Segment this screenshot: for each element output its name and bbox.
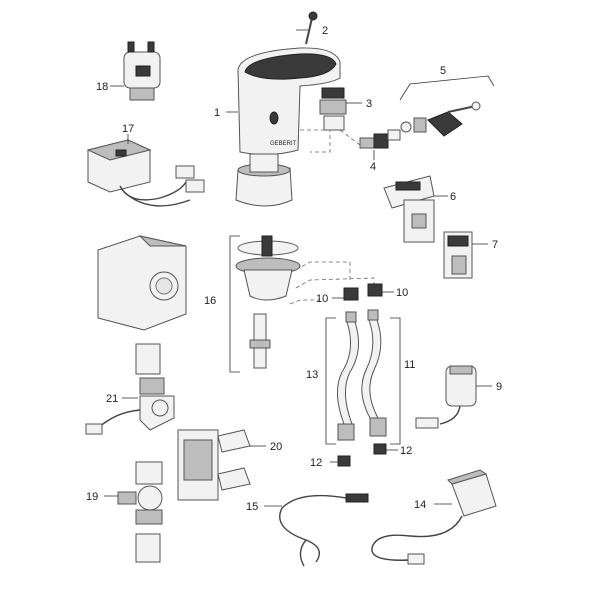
part-7-electronics xyxy=(443,231,473,279)
label-10a: 10 xyxy=(316,293,328,305)
part-11-13-hoses xyxy=(337,309,387,441)
label-9: 9 xyxy=(496,381,502,393)
label-6: 6 xyxy=(450,191,456,203)
part-3-cartridge xyxy=(319,87,347,131)
part-12-seals xyxy=(337,443,387,467)
label-5: 5 xyxy=(440,65,446,77)
label-11: 11 xyxy=(404,359,415,371)
part-19-mixing-valve xyxy=(117,461,163,563)
part-9-battery xyxy=(415,365,477,429)
part-21-valve-body xyxy=(85,343,175,435)
part-1-faucet-body: GEBERIT xyxy=(237,47,341,156)
label-21: 21 xyxy=(106,393,118,405)
leader-lines xyxy=(104,29,492,507)
label-18: 18 xyxy=(96,81,108,93)
cover-housing xyxy=(97,235,187,331)
part-labels: 1 2 3 4 5 6 7 18 17 16 10 10 13 11 9 12 … xyxy=(86,25,502,513)
label-19: 19 xyxy=(86,491,98,503)
label-15: 15 xyxy=(246,501,258,513)
label-13: 13 xyxy=(306,369,318,381)
brand-text: GEBERIT xyxy=(270,141,297,147)
part-10-nipples xyxy=(343,283,383,301)
part-15-cable xyxy=(279,493,369,567)
part-18-solenoid xyxy=(123,41,161,101)
part-5-lever-assembly xyxy=(399,75,495,137)
label-2: 2 xyxy=(322,25,328,37)
label-4: 4 xyxy=(370,161,376,173)
part-2-pin xyxy=(305,11,318,45)
part-14-adapter xyxy=(371,469,497,565)
label-20: 20 xyxy=(270,441,282,453)
label-16: 16 xyxy=(204,295,216,307)
label-3: 3 xyxy=(366,98,372,110)
label-12b: 12 xyxy=(400,445,412,457)
part-4-fitting xyxy=(359,129,401,149)
part-17-power-box xyxy=(86,139,205,207)
label-14: 14 xyxy=(414,499,426,511)
label-12a: 12 xyxy=(310,457,322,469)
part-16-base xyxy=(235,153,301,369)
part-6-bracket xyxy=(383,175,435,243)
label-17: 17 xyxy=(122,123,134,135)
label-7: 7 xyxy=(492,239,498,251)
part-20-frame xyxy=(177,429,251,501)
label-1: 1 xyxy=(214,107,220,119)
label-10b: 10 xyxy=(396,287,408,299)
